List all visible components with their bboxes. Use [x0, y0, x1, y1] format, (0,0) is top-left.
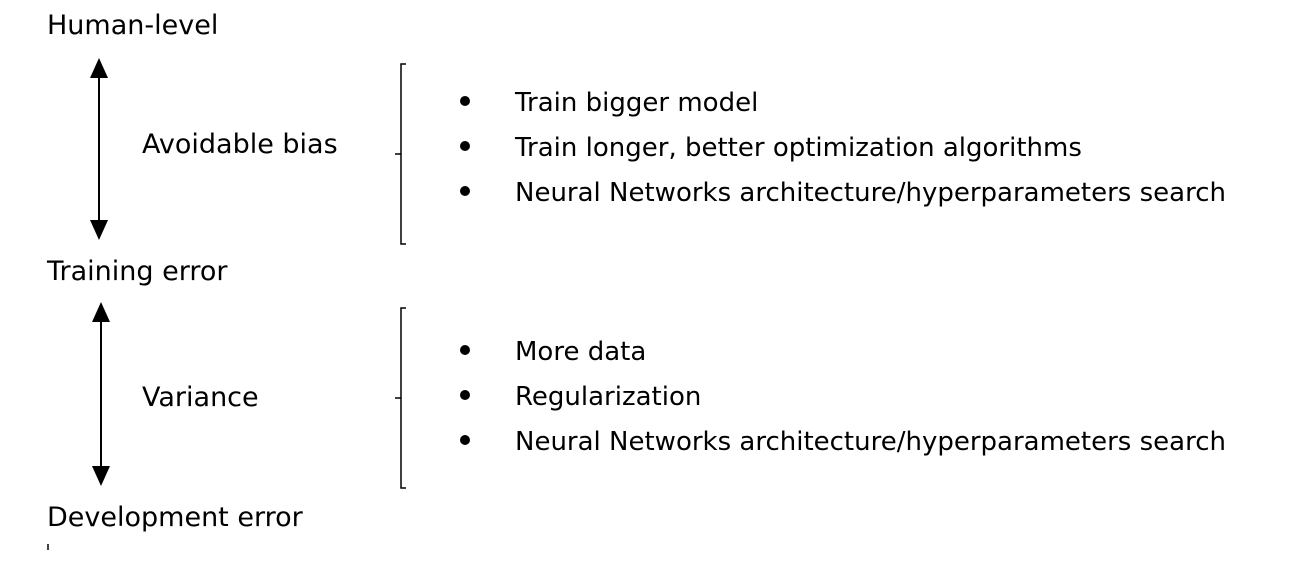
list-item-text: Train bigger model	[515, 88, 759, 118]
list-item: Neural Networks architecture/hyperparame…	[458, 171, 1226, 216]
avoidable-bias-label: Avoidable bias	[142, 129, 338, 160]
list-item: Train longer, better optimization algori…	[458, 126, 1226, 171]
list-item: More data	[458, 330, 1226, 375]
human-level-label: Human-level	[47, 10, 219, 41]
variance-bracket	[395, 307, 406, 489]
variance-double-arrow	[92, 302, 110, 486]
variance-remedies-list: More data Regularization Neural Networks…	[458, 330, 1226, 465]
list-item: Train bigger model	[458, 81, 1226, 126]
bullet-icon	[460, 185, 470, 196]
training-error-label: Training error	[47, 256, 228, 287]
list-item: Neural Networks architecture/hyperparame…	[458, 420, 1226, 465]
bullet-icon	[460, 434, 470, 445]
bullet-icon	[460, 389, 470, 400]
bias-double-arrow	[90, 58, 108, 240]
bullet-icon	[460, 344, 470, 355]
list-item-text: Neural Networks architecture/hyperparame…	[515, 178, 1226, 208]
development-error-label: Development error	[47, 502, 303, 533]
list-item-text: More data	[515, 337, 647, 367]
list-item: Regularization	[458, 375, 1226, 420]
bullet-icon	[460, 140, 470, 151]
bias-bracket	[395, 63, 406, 245]
variance-label: Variance	[142, 382, 259, 413]
list-item-text: Neural Networks architecture/hyperparame…	[515, 427, 1226, 457]
list-item-text: Regularization	[515, 382, 702, 412]
list-item-text: Train longer, better optimization algori…	[515, 133, 1082, 163]
bias-remedies-list: Train bigger model Train longer, better …	[458, 81, 1226, 216]
bullet-icon	[460, 95, 470, 106]
